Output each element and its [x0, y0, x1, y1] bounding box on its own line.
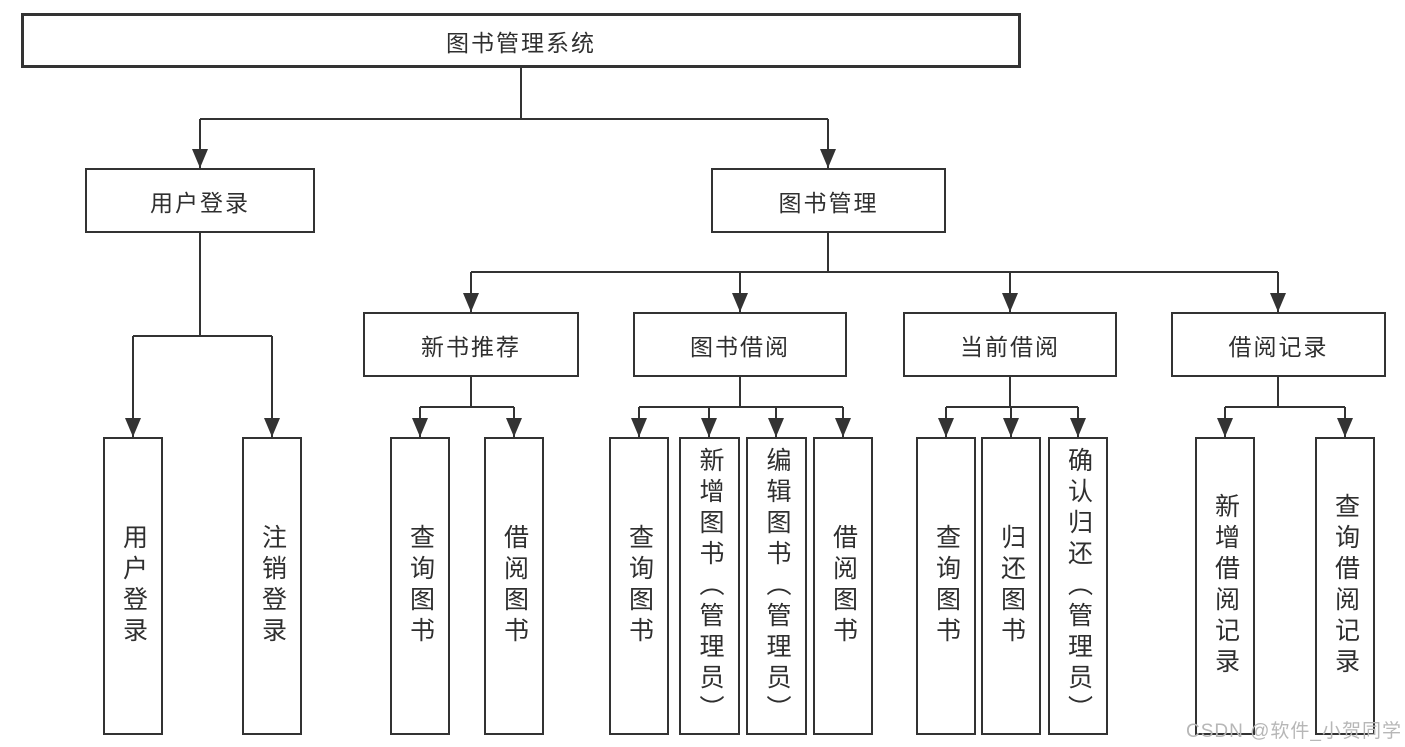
node-leaf-query-books-current: 查询图书 [916, 437, 976, 735]
node-leaf-edit-books-admin: 编辑图书（管理员） [746, 437, 807, 735]
node-leaf-borrow-books-recommend: 借阅图书 [484, 437, 544, 735]
node-current-borrowing: 当前借阅 [903, 312, 1117, 377]
node-leaf-query-books-borrowing: 查询图书 [609, 437, 669, 735]
node-leaf-user-login: 用户登录 [103, 437, 163, 735]
node-leaf-query-books-recommend: 查询图书 [390, 437, 450, 735]
watermark-text: CSDN @软件_小贺同学 [1186, 721, 1402, 742]
node-new-book-recommend: 新书推荐 [363, 312, 579, 377]
node-leaf-logout: 注销登录 [242, 437, 302, 735]
node-library-management-system: 图书管理系统 [21, 13, 1021, 68]
node-user-login: 用户登录 [85, 168, 315, 233]
node-leaf-borrow-books-borrowing: 借阅图书 [813, 437, 873, 735]
node-borrowing-records: 借阅记录 [1171, 312, 1386, 377]
node-leaf-add-borrow-record: 新增借阅记录 [1195, 437, 1255, 735]
node-leaf-return-books: 归还图书 [981, 437, 1041, 735]
node-book-borrowing: 图书借阅 [633, 312, 847, 377]
node-leaf-query-borrow-record: 查询借阅记录 [1315, 437, 1375, 735]
node-leaf-confirm-return-admin: 确认归还（管理员） [1048, 437, 1108, 735]
node-book-management: 图书管理 [711, 168, 946, 233]
node-leaf-add-books-admin: 新增图书（管理员） [679, 437, 740, 735]
arrowheads [125, 149, 1353, 437]
